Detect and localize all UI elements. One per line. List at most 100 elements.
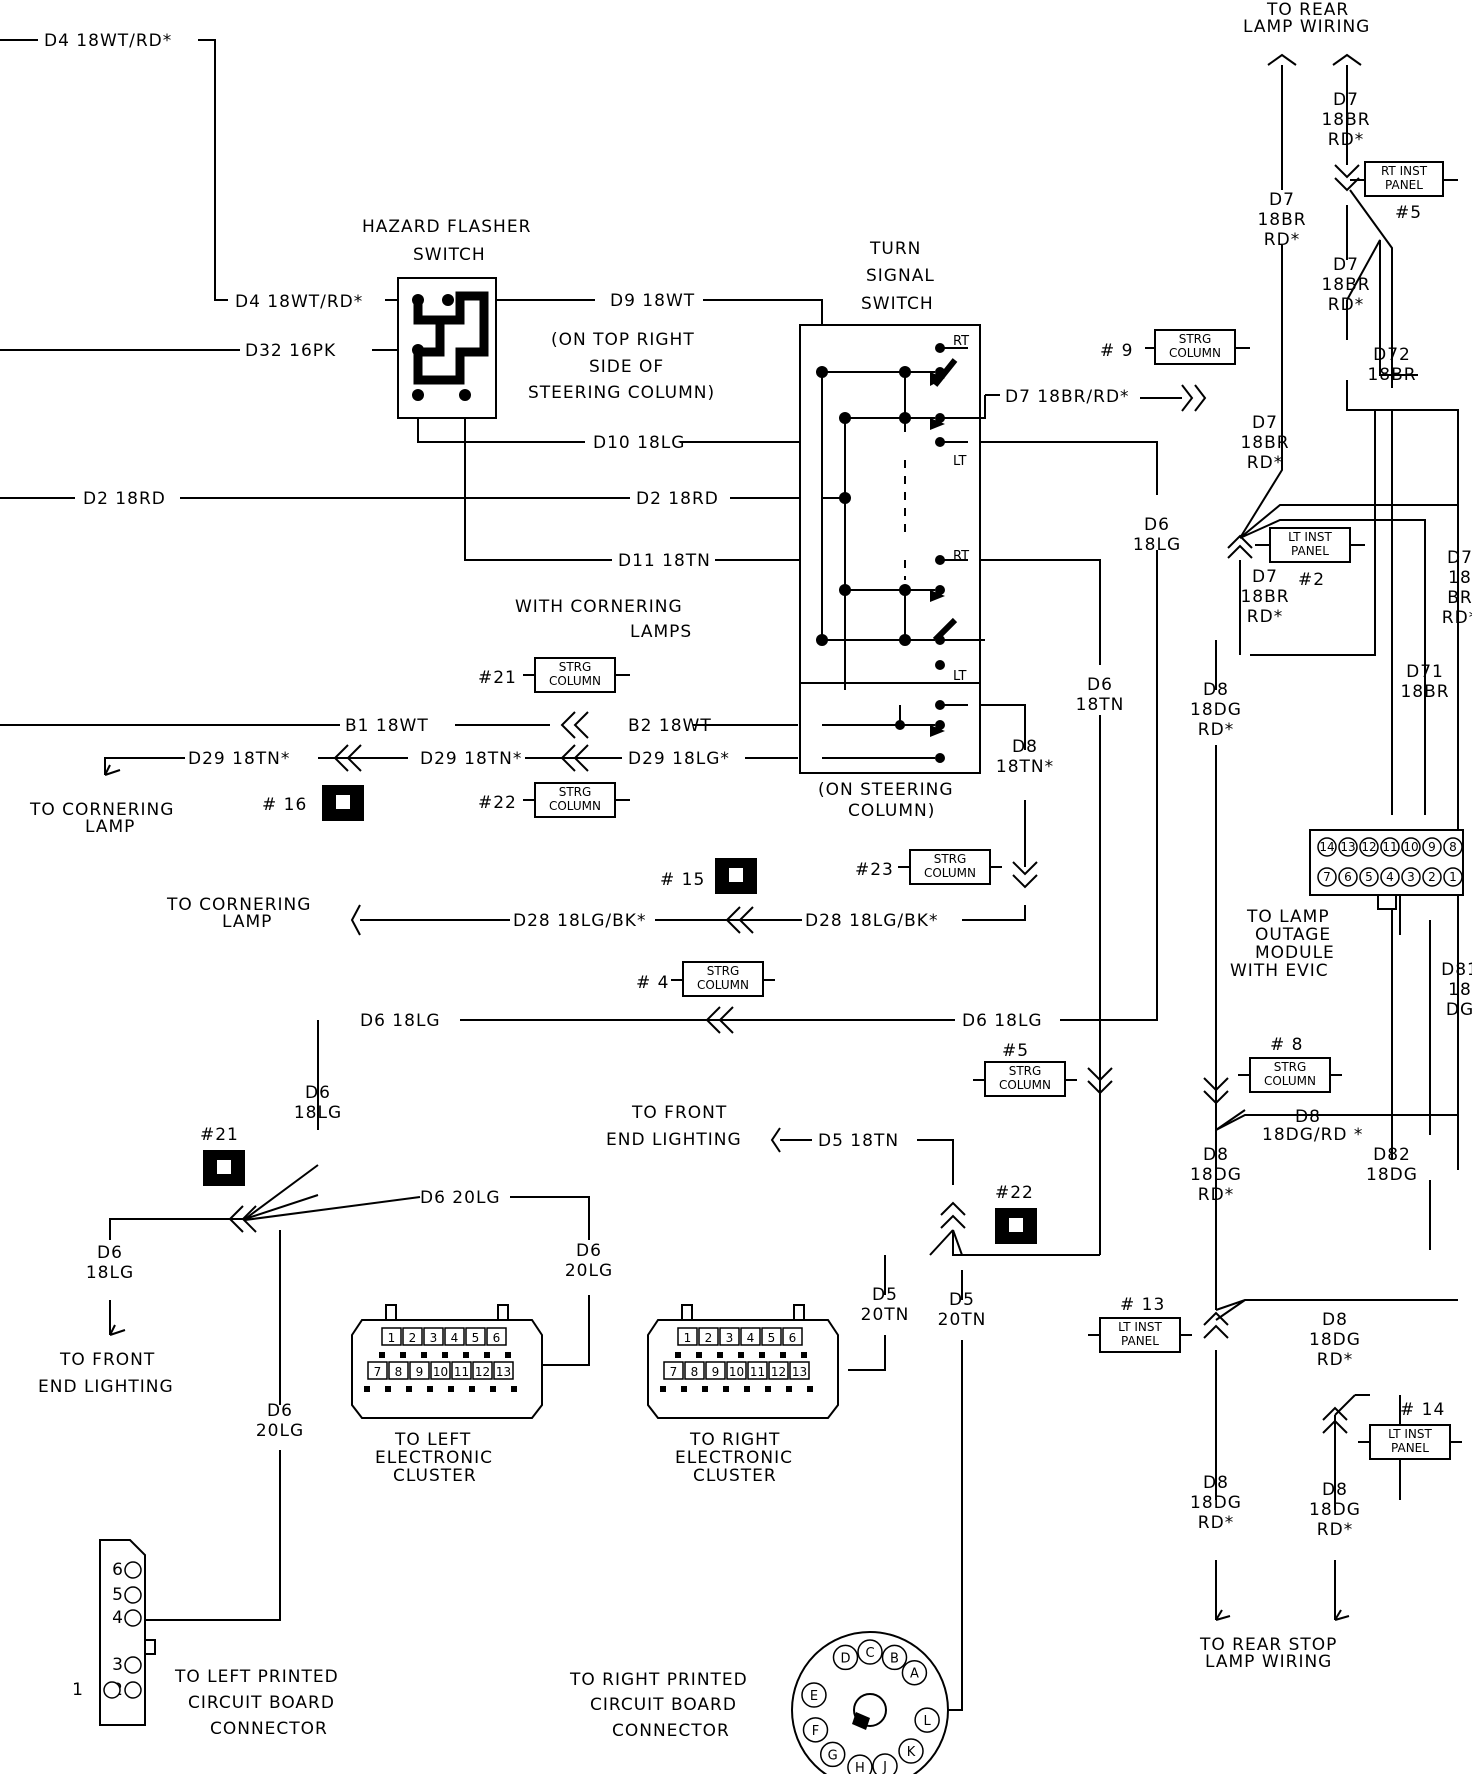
left-pcb-pin-5 [124, 1586, 142, 1604]
wire-label-d6-18tn-v-0: D6 [1087, 675, 1113, 695]
switch-lt-top: LT [953, 454, 966, 469]
right-cluster-pin-11 [747, 1361, 768, 1380]
wire-label-d8-18dg-5-1: 18DG [1309, 1500, 1361, 1520]
wire-d4-top: D4 18WT/RD* [44, 31, 172, 51]
wire-label-d7-edge-1: 18 [1448, 568, 1472, 588]
outage-pin-11 [1380, 837, 1400, 857]
inline-connectors [104, 53, 1362, 1621]
cornering-note-1: WITH CORNERING [515, 597, 683, 617]
hazard-note-1: (ON TOP RIGHT [551, 330, 695, 350]
wire-d2-right: D2 18RD [636, 489, 719, 509]
left-cluster-1: TO LEFT [394, 1430, 471, 1450]
right-cluster-2: ELECTRONIC [675, 1448, 793, 1468]
outage-pin-label-1: 1 [1449, 870, 1457, 884]
wire-d8-18dg-rd: D8 [1295, 1107, 1321, 1127]
right-cluster-3: CLUSTER [693, 1466, 777, 1486]
left-cluster-pin-label-8: 8 [395, 1365, 403, 1379]
outage-pin-label-7: 7 [1323, 870, 1331, 884]
dest-rear-stop-1: TO REAR STOP [1199, 1635, 1337, 1655]
outage-pin-12 [1359, 837, 1379, 857]
left-cluster-pin-label-5: 5 [472, 1331, 480, 1345]
wire-label-d8-18tn-1: 18TN* [996, 757, 1054, 777]
turn-signal-switch [799, 324, 986, 774]
left-cluster-contact [364, 1386, 370, 1392]
wire-label-d82-1: 18DG [1366, 1165, 1418, 1185]
wire-label-d72-0: D72 [1373, 345, 1411, 365]
right-cluster-contact [723, 1386, 729, 1392]
right-cluster-contact [780, 1352, 786, 1358]
splice-box-strg-column-7-0: STRG [1009, 1064, 1042, 1078]
splice-box-strg-column-5-1: COLUMN [924, 866, 976, 880]
wire-label-d81-1: 18 [1448, 980, 1472, 1000]
splice-4-num: # 4 [636, 973, 669, 993]
right-cluster-contact [738, 1352, 744, 1358]
right-pcb-3: CONNECTOR [612, 1721, 730, 1741]
dest-cornering-2b: LAMP [222, 912, 272, 932]
left-cluster-pin-3 [423, 1327, 444, 1346]
splice-5-num: #5 [1002, 1041, 1029, 1061]
dest-front-1b: END LIGHTING [38, 1377, 174, 1397]
right-pcb-pin-label-A: A [910, 1667, 919, 1682]
right-cluster-pin-label-9: 9 [712, 1365, 720, 1379]
outage-pin-1 [1443, 867, 1463, 887]
wire-d6-right: D6 18LG [962, 1011, 1043, 1031]
turn-switch-title-3: SWITCH [861, 294, 934, 314]
hazard-flasher-switch [397, 277, 497, 419]
wire-d6-20lg: D6 20LG [420, 1188, 501, 1208]
outage-pin-label-14: 14 [1319, 840, 1334, 854]
right-cluster-contact [744, 1386, 750, 1392]
right-pcb-pin-label-K: K [907, 1745, 916, 1760]
right-pcb-pin-E [801, 1682, 827, 1708]
left-cluster-contact [427, 1386, 433, 1392]
dest-cornering-1b: LAMP [85, 817, 135, 837]
left-cluster-pin-7 [367, 1361, 388, 1380]
wire-d8-18dg-rd-2: 18DG/RD * [1262, 1125, 1363, 1145]
right-cluster-pin-1 [677, 1327, 698, 1346]
wire-d7-out: D7 18BR/RD* [1005, 387, 1130, 407]
left-cluster-pin-6 [486, 1327, 507, 1346]
splice-icons [203, 785, 1037, 1244]
left-pcb-pin-label-6: 6 [112, 1560, 124, 1580]
lamp-outage-3: MODULE [1255, 943, 1335, 963]
wire-label-d7-col-2: RD* [1328, 295, 1364, 315]
outage-pin-label-9: 9 [1428, 840, 1436, 854]
wire-label-d8-18dg-3-1: 18DG [1309, 1330, 1361, 1350]
left-cluster-2: ELECTRONIC [375, 1448, 493, 1468]
dest-cornering-2: TO CORNERING [166, 895, 311, 915]
outage-pin-4 [1380, 867, 1400, 887]
hazard-note-2: SIDE OF [589, 357, 664, 377]
splice-23-num: #23 [855, 860, 894, 880]
left-cluster-contact [400, 1352, 406, 1358]
left-cluster-pin-label-2: 2 [409, 1331, 417, 1345]
wire-label-d8-18dg-4-0: D8 [1203, 1473, 1229, 1493]
right-cluster-pin-label-3: 3 [726, 1331, 734, 1345]
splice-13-num: # 13 [1120, 1295, 1165, 1315]
wire-label-d7-mid-1: 18BR [1257, 210, 1306, 230]
turn-note-2: COLUMN) [848, 801, 935, 821]
switch-rt-top: RT [953, 334, 969, 349]
left-cluster-pin-label-10: 10 [433, 1365, 448, 1379]
left-cluster-pin-label-6: 6 [493, 1331, 501, 1345]
left-cluster-pin-label-9: 9 [416, 1365, 424, 1379]
left-pcb-pin-2 [124, 1681, 142, 1699]
left-cluster-pin-8 [388, 1361, 409, 1380]
splice-box-lt-inst-13-9-0: LT INST [1118, 1320, 1162, 1334]
wire-label-d7-top-2: RD* [1328, 130, 1364, 150]
right-pcb-pin-K [898, 1738, 924, 1764]
left-cluster-contact [505, 1352, 511, 1358]
outage-pin-5 [1359, 867, 1379, 887]
dest-front-2b: END LIGHTING [606, 1130, 742, 1150]
turn-switch-title-1: TURN [869, 239, 921, 259]
wire-d10: D10 18LG [593, 433, 685, 453]
switch-rt-bottom: RT [953, 549, 969, 564]
wire-label-d8-18dg-4-1: 18DG [1190, 1493, 1242, 1513]
right-cluster-pin-12 [768, 1361, 789, 1380]
wire-label-d6-18lg-l-0: D6 [97, 1243, 123, 1263]
ground-16-num: # 16 [262, 795, 307, 815]
right-cluster-pin-13 [789, 1361, 810, 1380]
left-pcb-pin-label-1: 1 [72, 1680, 84, 1700]
wire-label-d7-col-1: 18BR [1321, 275, 1370, 295]
outage-pin-13 [1338, 837, 1358, 857]
outage-pin-label-6: 6 [1344, 870, 1352, 884]
